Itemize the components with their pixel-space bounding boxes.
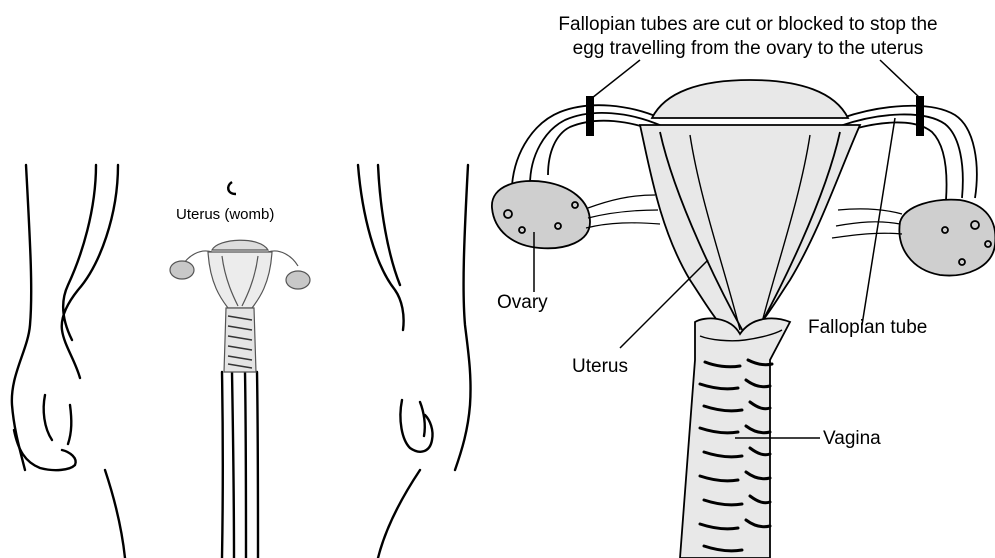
right-tube-clip — [916, 96, 924, 136]
caption-line-2: egg travelling from the ovary to the ute… — [508, 38, 988, 59]
small-uterus-illustration — [170, 240, 310, 372]
navel-mark — [228, 182, 236, 194]
left-tube-clip — [586, 96, 594, 136]
uterus-label: Uterus — [572, 356, 628, 377]
vagina-label: Vagina — [823, 428, 881, 449]
caption-line-1: Fallopian tubes are cut or blocked to st… — [508, 14, 988, 35]
fallopian-tube-label: Fallopian tube — [808, 317, 927, 338]
ovary-label: Ovary — [497, 292, 548, 313]
body-uterus-label: Uterus (womb) — [176, 206, 274, 223]
